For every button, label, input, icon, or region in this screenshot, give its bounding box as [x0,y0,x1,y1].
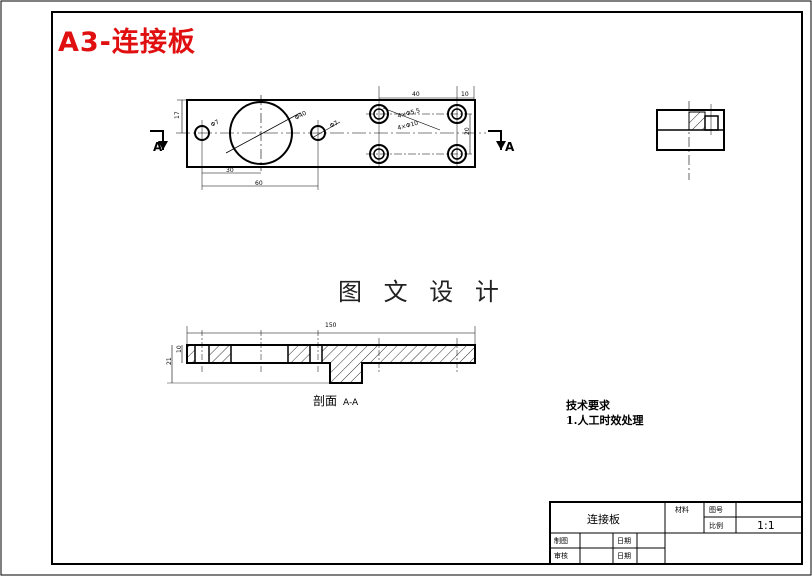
dim-30: 30 [226,167,234,174]
scale-label: 比例 [709,522,723,530]
dim-phi-large: Φ40 [294,110,308,122]
dim-21: 21 [166,357,173,365]
front-view [150,86,506,190]
section-view-id: A-A [343,398,359,408]
checked-label: 审核 [554,552,568,560]
scale-value: 1:1 [757,519,775,532]
drawing-frame [51,11,803,565]
material-label: 材料 [675,506,689,514]
dim-phi-small-right: Φ7 [329,119,340,129]
technical-requirements: 技术要求 1.人工时效处理 [566,398,643,428]
dim-holes-2: 4×Φ10 [397,120,419,132]
drawn-label: 制图 [554,537,568,545]
dim-phi-small-left: Φ7 [210,118,221,128]
dim-10v: 10 [176,345,183,353]
side-view [656,101,725,180]
section-view-caption: 剖面 [313,394,338,408]
date-label-1: 日期 [617,537,631,545]
drawing-title: A3-连接板 [58,27,196,58]
dim-150: 150 [325,322,337,329]
dim-40: 40 [412,91,420,98]
dim-10: 10 [461,91,469,98]
section-view [167,326,476,384]
dim-60: 60 [255,180,263,187]
section-view-label: 剖面 A-A [313,392,358,409]
watermark-text: 图 文 设 计 [338,278,506,306]
plate-outline [186,99,476,168]
dim-20: 20 [464,127,471,135]
section-mark-left: A [153,140,163,154]
tech-item-1: 1.人工时效处理 [566,414,644,427]
part-name: 连接板 [587,513,620,526]
drawing-no-label: 图号 [709,506,723,514]
tech-heading: 技术要求 [566,399,610,412]
title-block [549,501,803,565]
dim-17: 17 [174,111,181,119]
counterbore-holes [366,86,475,168]
dimension-labels: 40 10 17 30 60 20 Φ40 Φ7 Φ7 4×Φ5.5 4×Φ10… [166,91,471,365]
section-mark-right: A [505,140,515,154]
date-label-2: 日期 [617,552,631,560]
